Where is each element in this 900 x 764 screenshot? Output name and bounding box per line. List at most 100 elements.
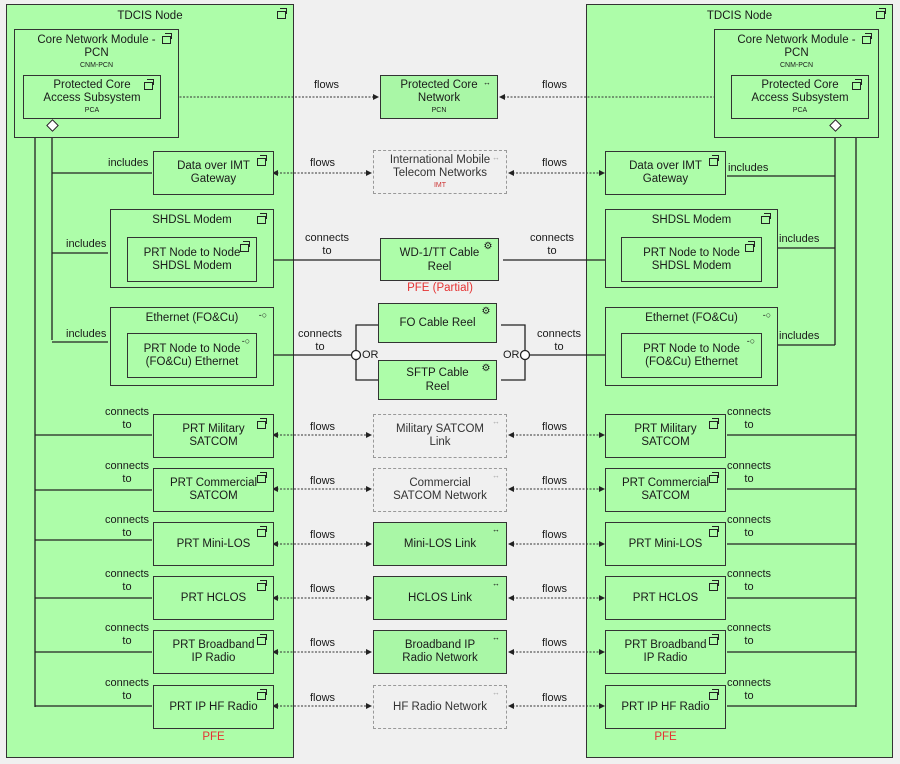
- label: SHDSL Modem: [152, 259, 232, 272]
- node-icon: [257, 472, 269, 483]
- label: connects: [105, 406, 150, 418]
- network-pcn[interactable]: Protected Core Network PCN ↔: [380, 75, 498, 119]
- label: connects: [727, 622, 772, 634]
- abbr: CNM-PCN: [79, 62, 114, 69]
- label: PRT Military: [182, 423, 245, 435]
- label: HF Radio Network: [393, 700, 487, 713]
- network-hclos[interactable]: HCLOS Link ↔: [373, 576, 507, 620]
- label: PRT HCLOS: [180, 591, 247, 604]
- node-icon: [257, 418, 269, 429]
- abbr: PCN: [431, 107, 447, 114]
- label: connects: [537, 328, 582, 340]
- sftp-cable-reel[interactable]: SFTP Cable Reel ⚙: [378, 360, 497, 400]
- label: (FO&Cu) Ethernet: [645, 355, 738, 368]
- right-terminal-3[interactable]: PRT HCLOS: [605, 576, 726, 620]
- left-data-over-imt-gateway[interactable]: Data over IMT Gateway: [153, 151, 274, 195]
- label: to: [744, 690, 754, 702]
- right-terminal-5[interactable]: PRT IP HF Radio: [605, 685, 726, 729]
- includes-label: includes: [728, 162, 769, 174]
- network-imt[interactable]: International Mobile Telecom Networks IM…: [373, 150, 507, 194]
- label: Telecom Networks: [393, 167, 487, 179]
- label: to: [122, 527, 132, 539]
- flows-label: flows: [542, 475, 568, 487]
- label: connects: [530, 232, 575, 244]
- network-broadband-ip-radio[interactable]: Broadband IP Radio Network ↔: [373, 630, 507, 674]
- fo-cable-reel[interactable]: FO Cable Reel ⚙: [378, 303, 497, 343]
- left-prt-ethernet[interactable]: PRT Node to Node (FO&Cu) Ethernet -○: [127, 333, 257, 378]
- left-terminal-3[interactable]: PRT HCLOS: [153, 576, 274, 620]
- flows-label: flows: [310, 421, 336, 433]
- right-terminal-2[interactable]: PRT Mini-LOS: [605, 522, 726, 566]
- label: SHDSL Modem: [152, 214, 232, 226]
- label: Radio Network: [402, 652, 478, 664]
- label: connects: [727, 460, 772, 472]
- network-hf-radio[interactable]: HF Radio Network ↔: [373, 685, 507, 729]
- label: Core Network Module -: [37, 34, 156, 46]
- right-prt-ethernet[interactable]: PRT Node to Node (FO&Cu) Ethernet -○: [621, 333, 762, 378]
- includes-label: includes: [779, 330, 820, 342]
- flows-label: flows: [314, 79, 340, 91]
- label: Link: [429, 436, 451, 448]
- node-icon: [257, 526, 269, 537]
- label: PRT Military: [634, 423, 697, 435]
- label: PRT HCLOS: [632, 591, 699, 604]
- communication-network-icon: ↔: [492, 153, 500, 162]
- label: connects: [727, 568, 772, 580]
- left-prt-shdsl-modem[interactable]: PRT Node to Node SHDSL Modem: [127, 237, 257, 282]
- label: Ethernet (FO&Cu): [645, 312, 738, 324]
- flows-label: flows: [310, 475, 336, 487]
- flows-label: flows: [310, 692, 336, 704]
- right-pca[interactable]: Protected Core Access Subsystem PCA: [731, 75, 869, 119]
- right-prt-shdsl-modem[interactable]: PRT Node to Node SHDSL Modem: [621, 237, 762, 282]
- flows-label: flows: [542, 529, 568, 541]
- communication-network-icon: ↔: [483, 78, 491, 87]
- label: SFTP Cable: [406, 367, 469, 379]
- label: Ethernet (FO&Cu): [145, 312, 239, 324]
- network-military-satcom[interactable]: Military SATCOM Link ↔: [373, 414, 507, 458]
- label: Access Subsystem: [43, 92, 141, 104]
- left-pca[interactable]: Protected Core Access Subsystem PCA: [23, 75, 161, 119]
- label: PRT Mini-LOS: [176, 537, 251, 550]
- flows-label: flows: [310, 529, 336, 541]
- abbr: PCA: [792, 107, 808, 114]
- right-pfe-label: PFE: [654, 731, 677, 743]
- label: Gateway: [190, 173, 237, 185]
- label: Military SATCOM: [396, 423, 484, 435]
- label: connects: [105, 460, 150, 472]
- label: Mini-LOS Link: [403, 537, 477, 550]
- node-icon: [277, 8, 289, 19]
- network-commercial-satcom[interactable]: Commercial SATCOM Network ↔: [373, 468, 507, 512]
- flows-label: flows: [542, 692, 568, 704]
- label: to: [554, 341, 564, 353]
- label: to: [122, 690, 132, 702]
- network-mini-los[interactable]: Mini-LOS Link ↔: [373, 522, 507, 566]
- abbr: IMT: [433, 182, 447, 189]
- right-data-over-imt-gateway[interactable]: Data over IMT Gateway: [605, 151, 726, 195]
- label: SATCOM: [189, 490, 238, 502]
- label: Protected Core: [400, 79, 478, 91]
- left-node-title: TDCIS Node: [117, 10, 183, 22]
- label: IP Radio: [643, 652, 688, 664]
- node-icon: [876, 8, 888, 19]
- node-icon: [257, 155, 269, 166]
- node-icon: [745, 241, 757, 252]
- node-icon: [257, 689, 269, 700]
- left-terminal-2[interactable]: PRT Mini-LOS: [153, 522, 274, 566]
- wd1-cable-reel[interactable]: WD-1/TT Cable Reel ⚙: [380, 238, 499, 281]
- communication-network-icon: ↔: [492, 471, 500, 480]
- left-terminal-5[interactable]: PRT IP HF Radio: [153, 685, 274, 729]
